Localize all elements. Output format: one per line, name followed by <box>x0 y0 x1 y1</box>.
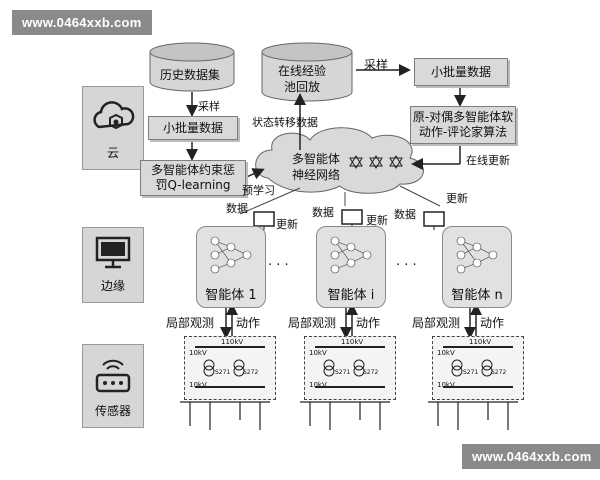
grid-diagram-n: 110kV 10kV 10kV S271 S272 <box>432 336 524 400</box>
ellipsis-1: · · · <box>268 258 289 273</box>
sample-top-label: 采样 <box>364 58 389 72</box>
action-label-1: 动作 <box>236 316 261 330</box>
network-label-1: 多智能体 <box>292 152 341 166</box>
tier-sensor: 传感器 <box>82 344 144 428</box>
grid-mv-label: 10kV <box>189 381 207 389</box>
grid-hv-label: 110kV <box>341 338 364 346</box>
grid-mv-label: 10kV <box>309 349 327 357</box>
neural-net-icon <box>210 236 252 274</box>
observe-label-n: 局部观测 <box>412 316 461 330</box>
grid-hv-label: 110kV <box>221 338 244 346</box>
watermark-top: www.0464xxb.com <box>12 10 152 35</box>
action-label-i: 动作 <box>356 316 381 330</box>
grid-t2-label: S272 <box>243 369 259 376</box>
primal-dual-line1: 原-对偶多智能体软 <box>412 110 514 124</box>
transformer-icon <box>195 346 265 388</box>
grid-hv-label: 110kV <box>469 338 492 346</box>
computer-icon <box>423 211 445 230</box>
transformer-icon <box>443 346 513 388</box>
tier-edge: 边缘 <box>82 227 144 303</box>
tier-sensor-label: 传感器 <box>94 404 131 418</box>
network-label-2: 神经网络 <box>292 168 341 182</box>
constrained-q-line1: 多智能体约束惩 <box>150 163 235 177</box>
grid-feeders <box>180 401 518 430</box>
agent-n-card: 智能体 n <box>442 226 512 308</box>
grid-mv-label: 10kV <box>189 349 207 357</box>
online-pool-label-2: 池回放 <box>284 80 321 94</box>
minibatch-left-box: 小批量数据 <box>148 116 238 140</box>
watermark-bottom: www.0464xxb.com <box>462 444 600 469</box>
grid-mv-label: 10kV <box>437 381 455 389</box>
agent-1-card: 智能体 1 <box>196 226 266 308</box>
online-update-label: 在线更新 <box>466 154 510 167</box>
grid-t1-label: S271 <box>335 369 351 376</box>
agent-i-label: 智能体 i <box>327 288 375 303</box>
data-label-2: 数据 <box>312 206 334 219</box>
grid-t1-label: S271 <box>215 369 231 376</box>
update-label-2: 更新 <box>366 214 388 227</box>
cloud-gear-icon <box>93 101 135 130</box>
grid-mv-label: 10kV <box>437 349 455 357</box>
pretrain-label: 预学习 <box>242 184 275 197</box>
primal-dual-line2: 动作-评论家算法 <box>418 125 508 139</box>
neural-net-icon <box>330 236 372 274</box>
primal-dual-box: 原-对偶多智能体软 动作-评论家算法 <box>410 106 516 144</box>
grid-mv-label: 10kV <box>309 381 327 389</box>
online-pool-label-1: 在线经验 <box>278 64 327 78</box>
tier-edge-label: 边缘 <box>100 279 125 293</box>
data-label-3: 数据 <box>394 208 416 221</box>
observe-label-1: 局部观测 <box>166 316 215 330</box>
data-label-1: 数据 <box>226 202 248 215</box>
constrained-q-line2: 罚Q-learning <box>155 178 231 192</box>
update-label-1: 更新 <box>276 218 298 231</box>
state-transfer-label: 状态转移数据 <box>252 116 318 129</box>
grid-diagram-1: 110kV 10kV 10kV S271 S272 <box>184 336 276 400</box>
router-icon <box>95 359 131 393</box>
monitor-icon <box>95 236 131 269</box>
update-label-3: 更新 <box>446 192 468 205</box>
neural-net-icon <box>456 236 498 274</box>
ellipsis-2: · · · <box>396 258 417 273</box>
grid-t2-label: S272 <box>491 369 507 376</box>
tier-cloud: 云 <box>82 86 144 170</box>
action-label-n: 动作 <box>480 316 505 330</box>
sample-left-label: 采样 <box>198 100 220 113</box>
online-pool-cylinder <box>261 42 353 102</box>
agent-1-label: 智能体 1 <box>205 288 257 303</box>
computer-icon <box>341 209 363 228</box>
network-cloud <box>255 127 424 194</box>
computer-icon <box>253 211 275 230</box>
agent-i-card: 智能体 i <box>316 226 386 308</box>
observe-label-i: 局部观测 <box>288 316 337 330</box>
minibatch-right-box: 小批量数据 <box>414 58 508 86</box>
history-cylinder <box>149 42 235 92</box>
constrained-q-box: 多智能体约束惩 罚Q-learning <box>140 160 246 196</box>
transformer-icon <box>315 346 385 388</box>
agent-n-label: 智能体 n <box>451 288 503 303</box>
tier-cloud-label: 云 <box>106 146 119 160</box>
grid-diagram-i: 110kV 10kV 10kV S271 S272 <box>304 336 396 400</box>
history-label: 历史数据集 <box>160 68 221 82</box>
grid-t1-label: S271 <box>463 369 479 376</box>
grid-t2-label: S272 <box>363 369 379 376</box>
